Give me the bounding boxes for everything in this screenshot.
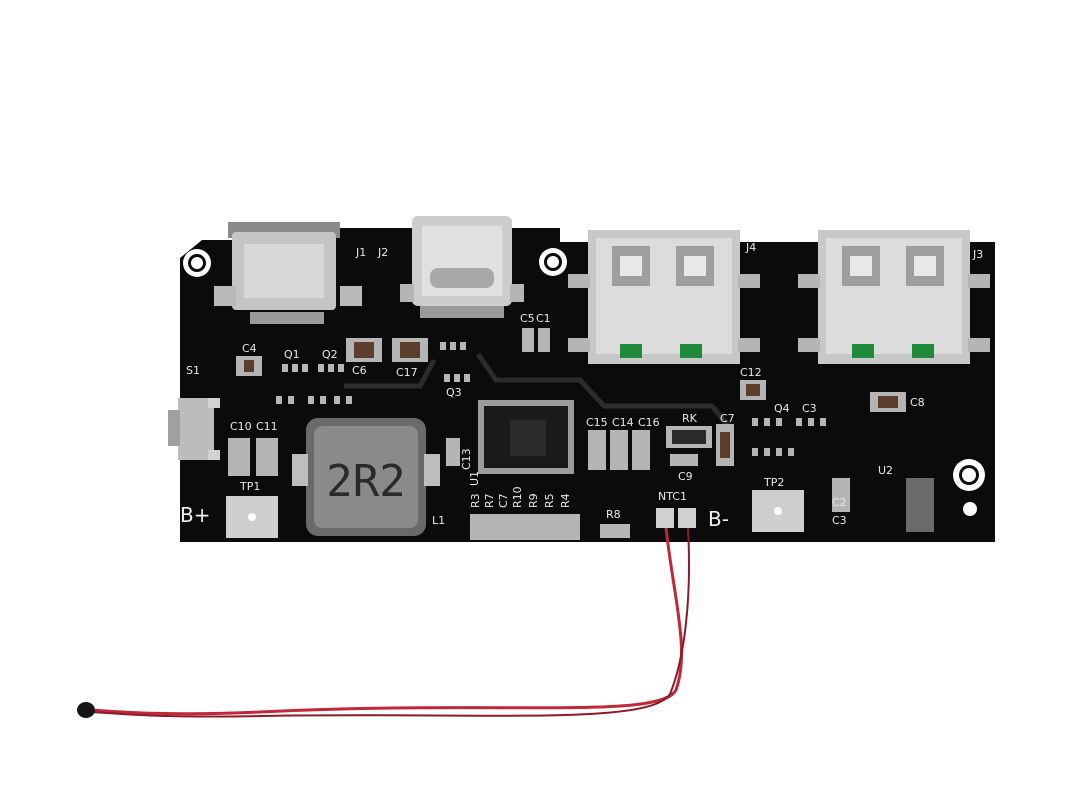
label-s1: S1 [186, 364, 200, 377]
label-q3: Q3 [446, 386, 462, 399]
label-c12: C12 [740, 366, 762, 379]
label-j1: J1 [355, 246, 366, 259]
thermistor-wire [89, 527, 690, 718]
usb-a-port-2 [798, 230, 990, 364]
label-c15: C15 [586, 416, 608, 429]
label-c2: C2 [832, 496, 847, 509]
label-r5: R5 [543, 493, 556, 508]
label-tp1: TP1 [239, 480, 260, 493]
label-c10: C10 [230, 420, 252, 433]
label-r8: R8 [606, 508, 621, 521]
label-c16: C16 [638, 416, 660, 429]
label-c3-bottom: C3 [832, 514, 847, 527]
mounting-hole-right [953, 459, 985, 491]
label-q2: Q2 [322, 348, 338, 361]
label-c7-row: C7 [497, 493, 510, 508]
label-c4: C4 [242, 342, 257, 355]
label-r9: R9 [527, 493, 540, 508]
mounting-pad-small [963, 502, 977, 516]
label-c14: C14 [612, 416, 634, 429]
label-c3-top: C3 [802, 402, 817, 415]
label-c11: C11 [256, 420, 278, 433]
label-c9: C9 [678, 470, 693, 483]
pcb-trace [344, 358, 437, 389]
label-ntc1: NTC1 [658, 490, 687, 503]
label-r7: R7 [483, 493, 496, 508]
label-r4: R4 [559, 493, 572, 508]
thermistor-bead [77, 702, 95, 718]
label-u1: U1 [468, 471, 481, 486]
label-q4: Q4 [774, 402, 790, 415]
mounting-hole-left [183, 249, 211, 277]
label-b-minus: B- [708, 507, 729, 531]
label-u2: U2 [878, 464, 893, 477]
inductor-marking: 2R2 [326, 456, 405, 507]
label-c1: C1 [536, 312, 551, 325]
slide-switch [168, 398, 220, 460]
label-j2: J2 [377, 246, 388, 259]
label-j4: J4 [745, 241, 756, 254]
ntc-connector [656, 508, 696, 528]
micro-usb-port [214, 222, 362, 324]
label-q1: Q1 [284, 348, 300, 361]
pcb-trace [475, 352, 732, 430]
mounting-hole-mid [539, 248, 567, 276]
power-inductor: 2R2 [292, 418, 440, 536]
label-tp2: TP2 [763, 476, 784, 489]
label-c13: C13 [460, 448, 473, 470]
label-c5: C5 [520, 312, 535, 325]
label-l1: L1 [432, 514, 445, 527]
label-c17: C17 [396, 366, 418, 379]
label-c6: C6 [352, 364, 367, 377]
label-c8: C8 [910, 396, 925, 409]
usb-a-port-1 [568, 230, 760, 364]
thermistor-wire [89, 527, 684, 716]
label-b-plus: B+ [180, 503, 210, 527]
label-rk: RK [682, 412, 698, 425]
usb-c-port [400, 216, 524, 318]
label-r10: R10 [511, 486, 524, 508]
label-j3: J3 [972, 248, 983, 261]
smd-components [226, 328, 934, 540]
controller-ic [478, 400, 574, 474]
label-c7: C7 [720, 412, 735, 425]
label-r3: R3 [469, 493, 482, 508]
